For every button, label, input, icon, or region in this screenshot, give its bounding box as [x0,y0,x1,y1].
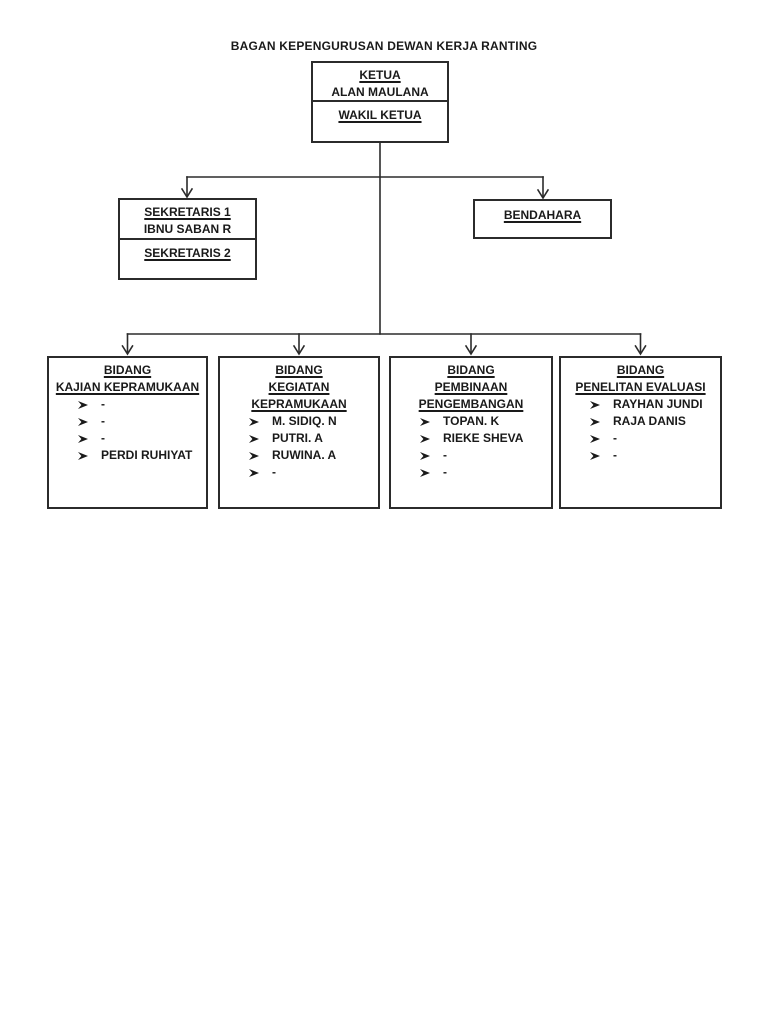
arrowhead-bullet-icon [590,434,600,443]
arrowhead-bullet-icon [249,468,259,477]
wakil-ketua-label: WAKIL KETUA [338,108,422,122]
chart-title: BAGAN KEPENGURUSAN DEWAN KERJA RANTING [230,39,538,53]
list-item: - [391,447,551,464]
sekretaris1-section: SEKRETARIS 1 IBNU SABAN R [120,200,255,240]
bidang-title-line: KEPRAMUKAAN [251,397,347,411]
bidang-penelitan-evaluasi-box: BIDANG PENELITAN EVALUASI RAYHAN JUNDI R… [559,356,722,509]
arrowhead-bullet-icon [249,434,259,443]
list-item-text: RIEKE SHEVA [443,431,524,445]
list-item-text: - [101,414,105,428]
list-item: - [220,464,378,481]
arrowhead-bullet-icon [249,417,259,426]
arrowhead-bullet-icon [590,417,600,426]
bidang-title-line: PENGEMBANGAN [418,397,524,411]
bidang-kajian-kepramukaan-box: BIDANG KAJIAN KEPRAMUKAAN - - - PERDI RU… [47,356,208,509]
list-item-text: PERDI RUHIYAT [101,448,193,462]
list-item-text: RAYHAN JUNDI [613,397,703,411]
list-item-text: - [613,448,617,462]
sekretaris2-label: SEKRETARIS 2 [144,246,231,260]
arrowhead-bullet-icon [78,417,88,426]
arrowhead-bullet-icon [420,468,430,477]
arrowhead-bullet-icon [420,417,430,426]
ketua-name: ALAN MAULANA [331,85,429,99]
arrowhead-bullet-icon [590,400,600,409]
sekretaris-box: SEKRETARIS 1 IBNU SABAN R SEKRETARIS 2 [118,198,257,280]
list-item: RIEKE SHEVA [391,430,551,447]
ketua-section: KETUA ALAN MAULANA [313,63,447,102]
arrowhead-bullet-icon [420,451,430,460]
bendahara-box: BENDAHARA [473,199,612,239]
list-item-text: RAJA DANIS [613,414,686,428]
list-item: RAJA DANIS [561,413,720,430]
list-item-text: - [272,465,276,479]
bidang-title-line: PENELITAN EVALUASI [575,380,706,394]
arrow-down-icon [121,344,134,356]
sekretaris1-label: SEKRETARIS 1 [144,205,231,219]
arrow-down-icon [292,344,306,356]
bidang-title-line: BIDANG [275,363,323,377]
bidang-kegiatan-kepramukaan-box: BIDANG KEGIATAN KEPRAMUKAAN M. SIDIQ. N … [218,356,380,509]
list-item: TOPAN. K [391,413,551,430]
list-item: - [561,430,720,447]
ketua-label: KETUA [359,68,401,82]
list-item-text: RUWINA. A [272,448,337,462]
list-item: RUWINA. A [220,447,378,464]
bidang-title-line: BIDANG [447,363,495,377]
bidang-title-line: KAJIAN KEPRAMUKAAN [55,380,200,394]
arrowhead-bullet-icon [249,451,259,460]
wakil-ketua-section: WAKIL KETUA [313,102,447,124]
arrow-down-icon [634,344,647,356]
bidang-pembinaan-pengembangan-box: BIDANG PEMBINAAN PENGEMBANGAN TOPAN. K R… [389,356,553,509]
list-item-text: - [613,431,617,445]
list-item: - [561,447,720,464]
ketua-box: KETUA ALAN MAULANA WAKIL KETUA [311,61,449,143]
list-item: M. SIDIQ. N [220,413,378,430]
arrowhead-bullet-icon [78,451,88,460]
bidang-title-line: BIDANG [616,363,665,377]
arrow-down-icon [180,187,194,199]
list-item-text: - [101,431,105,445]
bidang-title-line: PEMBINAAN [434,380,508,394]
arrow-down-icon [536,188,550,200]
list-item: PUTRI. A [220,430,378,447]
arrowhead-bullet-icon [78,434,88,443]
list-item-text: - [443,465,447,479]
list-item: - [49,396,206,413]
arrowhead-bullet-icon [420,434,430,443]
sekretaris1-name: IBNU SABAN R [143,222,232,236]
bidang-title-line: BIDANG [103,363,152,377]
arrowhead-bullet-icon [78,400,88,409]
list-item-text: - [443,448,447,462]
list-item: - [49,413,206,430]
list-item: RAYHAN JUNDI [561,396,720,413]
list-item: - [49,430,206,447]
bendahara-label: BENDAHARA [503,208,582,222]
list-item-text: TOPAN. K [443,414,500,428]
list-item: - [391,464,551,481]
bidang-title-line: KEGIATAN [268,380,330,394]
list-item: PERDI RUHIYAT [49,447,206,464]
list-item-text: PUTRI. A [272,431,323,445]
arrow-down-icon [464,344,478,356]
list-item-text: M. SIDIQ. N [272,414,337,428]
list-item-text: - [101,397,105,411]
sekretaris2-section: SEKRETARIS 2 [120,240,255,262]
arrowhead-bullet-icon [590,451,600,460]
